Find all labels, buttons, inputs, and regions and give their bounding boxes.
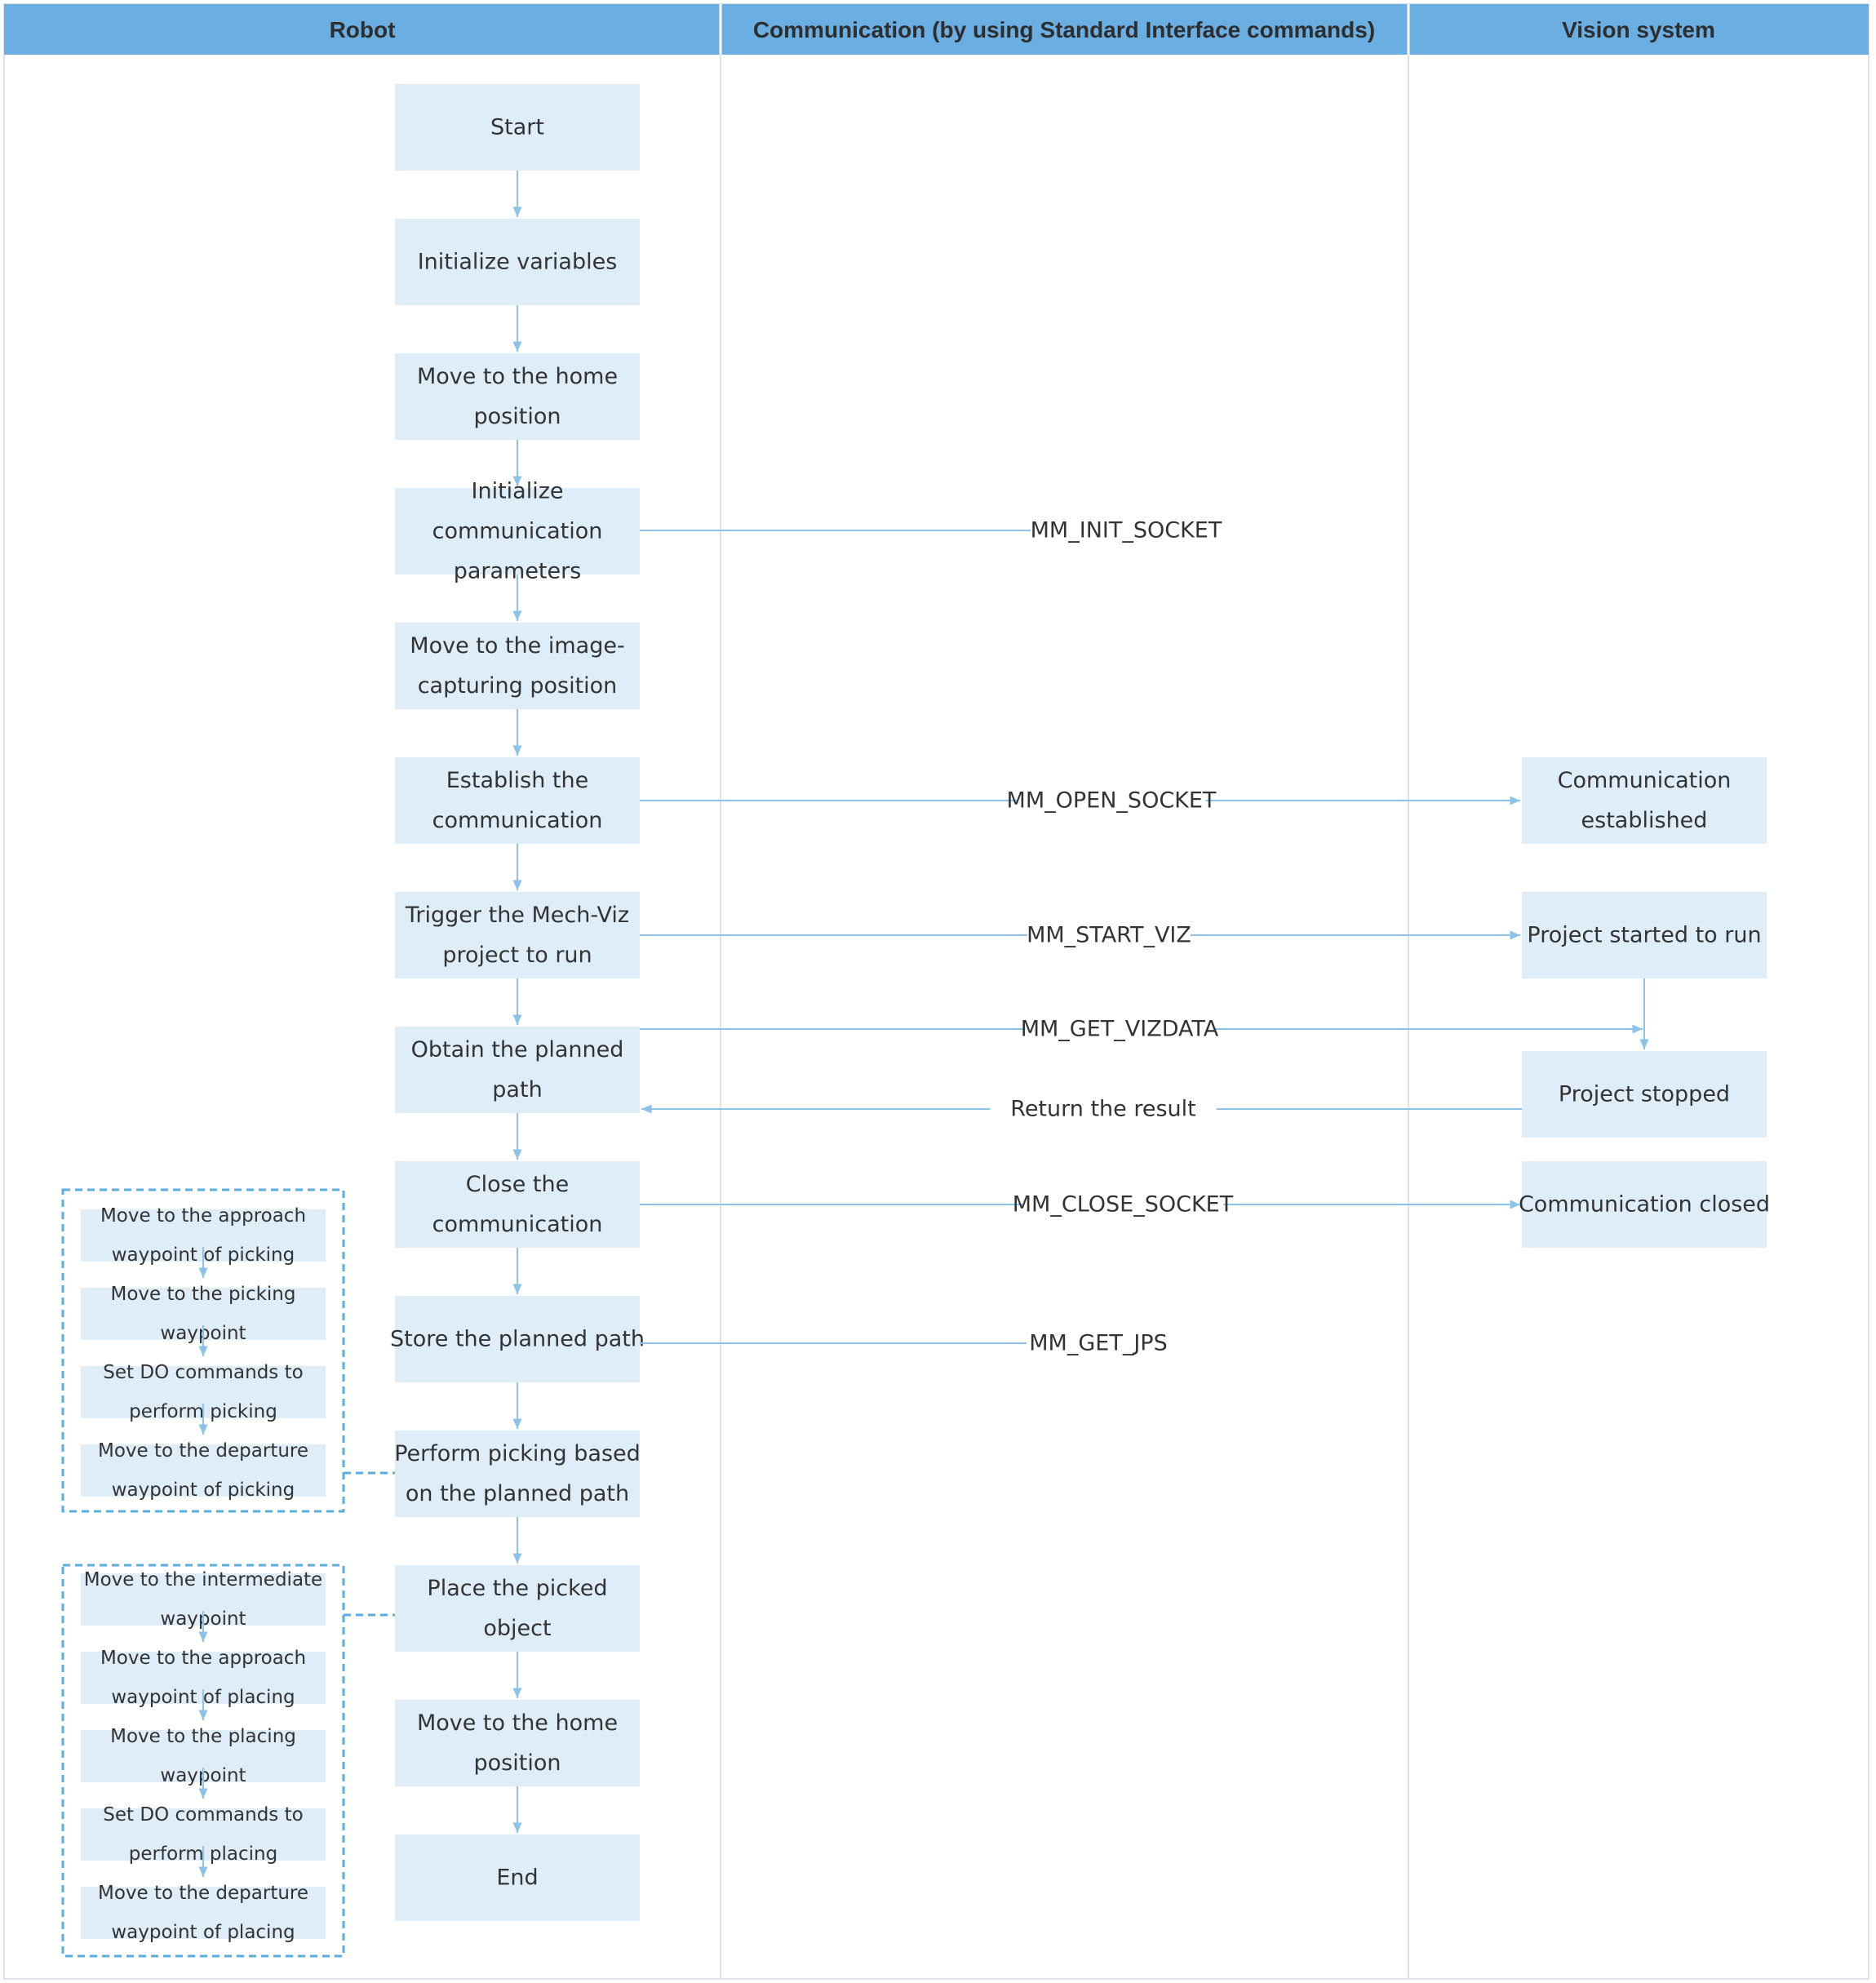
message-label-bg [1029, 1329, 1168, 1358]
robot-step-box [395, 757, 640, 844]
lane-header-bar [4, 4, 1869, 55]
robot-step-label: End [496, 1865, 538, 1891]
lane-title-robot: Robot [330, 17, 396, 42]
robot-step-box [395, 1431, 640, 1517]
message-label: MM_CLOSE_SOCKET [1013, 1192, 1234, 1218]
robot-step-label: on the planned path [406, 1481, 629, 1506]
robot-step-label: project to run [442, 943, 592, 968]
robot-step-label: Move to the home [417, 364, 618, 389]
robot-step-box [395, 1565, 640, 1652]
robot-step-label: Close the [466, 1172, 569, 1197]
substep-label: Move to the departure [98, 1440, 308, 1462]
robot-step-box [395, 219, 640, 305]
robot-step-label: position [474, 1750, 561, 1776]
robot-step-box [395, 1700, 640, 1786]
message-label: MM_GET_JPS [1029, 1331, 1167, 1356]
robot-step-label: communication [432, 519, 603, 544]
diagram-border [3, 3, 1869, 1980]
robot-step-label: Initialize [472, 479, 564, 504]
substep-label: Move to the approach [100, 1648, 306, 1669]
message-label-bg [1017, 786, 1206, 815]
robot-step-box [395, 1027, 640, 1113]
substep-label: Move to the departure [98, 1883, 308, 1904]
robot-step-box [395, 892, 640, 978]
robot-step-label: communication [432, 808, 603, 833]
robot-step-label: position [474, 404, 561, 429]
robot-step-box [395, 84, 640, 171]
robot-step-label: capturing position [418, 673, 618, 699]
robot-step-label: communication [432, 1212, 603, 1237]
vision-step-box [1522, 757, 1767, 844]
robot-step-label: Initialize variables [418, 250, 618, 275]
substep-box [81, 1444, 326, 1497]
message-label-bg [1031, 516, 1221, 545]
lane-title-vision: Vision system [1562, 17, 1715, 42]
robot-step-label: Store the planned path [390, 1327, 645, 1352]
robot-step-label: Perform picking based [394, 1441, 641, 1466]
substep-label: Move to the intermediate [84, 1569, 322, 1590]
message-label: MM_INIT_SOCKET [1031, 518, 1222, 543]
message-label-bg [1027, 921, 1191, 950]
message-label-bg [1022, 1190, 1224, 1219]
message-label: MM_GET_VIZDATA [1021, 1017, 1219, 1042]
robot-step-label: object [483, 1616, 551, 1641]
substep-label: Move to the placing [110, 1726, 296, 1747]
substep-group-frame [61, 1188, 345, 1513]
vision-step-label: Communication [1558, 768, 1732, 793]
robot-step-box [395, 353, 640, 440]
vision-step-box [1522, 1161, 1767, 1248]
vision-step-label: Project stopped [1559, 1082, 1730, 1107]
substep-label: Set DO commands to [103, 1804, 303, 1826]
message-label: MM_START_VIZ [1027, 923, 1191, 948]
message-label-bg [1025, 1014, 1214, 1044]
vision-step-box [1522, 892, 1767, 978]
vision-step-label: Project started to run [1527, 923, 1761, 948]
message-label: MM_OPEN_SOCKET [1007, 788, 1217, 814]
robot-step-box [395, 1834, 640, 1921]
vision-step-label: established [1581, 808, 1708, 833]
robot-step-label: Establish the [446, 768, 588, 793]
robot-step-label: path [492, 1077, 542, 1102]
substep-label: Move to the approach [100, 1205, 306, 1227]
substep-label: waypoint of placing [111, 1922, 295, 1943]
lane-title-communication: Communication (by using Standard Interfa… [753, 17, 1375, 42]
robot-step-label: Trigger the Mech-Viz [405, 903, 629, 928]
vision-step-box [1522, 1051, 1767, 1138]
substep-label: Set DO commands to [103, 1362, 303, 1383]
robot-step-box [395, 1296, 640, 1382]
substep-box [81, 1887, 326, 1939]
message-label-bg [990, 1094, 1217, 1124]
robot-step-box [395, 488, 640, 574]
robot-step-label: Start [490, 115, 544, 140]
robot-step-box [395, 1161, 640, 1248]
robot-step-label: Obtain the planned [411, 1037, 624, 1062]
substep-group-frame [61, 1564, 345, 1958]
message-label: Return the result [1010, 1097, 1195, 1122]
robot-step-label: Place the picked [427, 1576, 607, 1601]
vision-step-label: Communication closed [1519, 1192, 1770, 1218]
robot-step-box [395, 623, 640, 709]
substep-label: Move to the picking [111, 1284, 296, 1305]
robot-step-label: Move to the image- [410, 633, 624, 659]
substep-label: waypoint of picking [112, 1479, 295, 1501]
robot-step-label: Move to the home [417, 1710, 618, 1736]
